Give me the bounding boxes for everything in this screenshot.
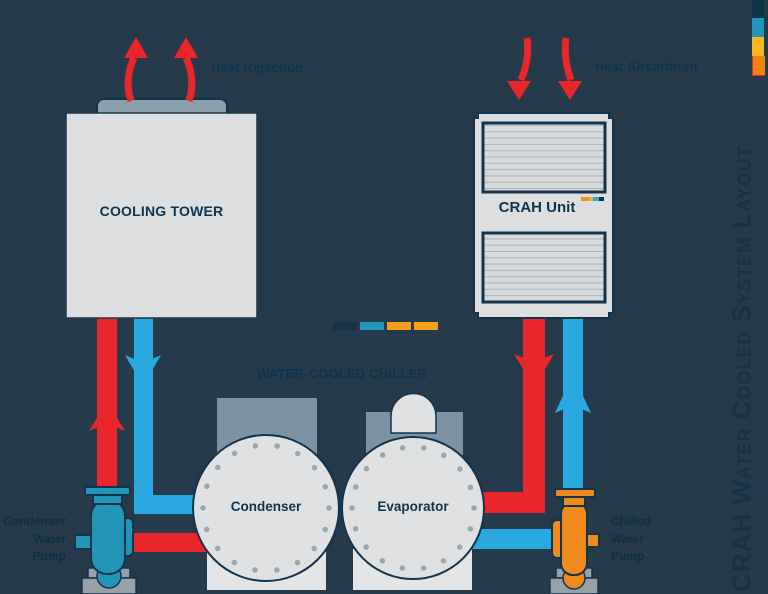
heat-rejection-label: Heat Rejection <box>211 61 304 75</box>
evaporator-dome <box>390 392 437 434</box>
hot-pipe-condenser-inlet <box>120 533 212 552</box>
condenser-bolt-ring-icon <box>200 442 332 574</box>
divider-bar-icon <box>333 322 438 330</box>
cooling-tower-body <box>65 112 258 319</box>
condenser-pump-label: Condenser Water Pump <box>3 514 66 563</box>
crah-brand-strip-icon <box>581 197 604 201</box>
crah-vent-bottom <box>481 231 607 304</box>
flow-arrow-down-blue-icon <box>125 355 161 386</box>
pump-flange <box>554 488 596 498</box>
evaporator-label: Evaporator <box>377 499 449 514</box>
evaporator-vessel <box>341 436 485 580</box>
crah-unit-label: CRAH Unit <box>498 199 576 216</box>
flow-arrow-up-blue-icon <box>555 374 591 413</box>
hot-pipe-evaporator-inlet <box>468 492 545 513</box>
chilled-water-pump <box>549 488 600 594</box>
pump-body <box>90 499 126 575</box>
cooling-tower-cap <box>96 98 228 115</box>
heat-absorption-arrows-icon <box>507 37 582 100</box>
cooling-tower <box>65 98 258 319</box>
condenser-water-pump <box>74 486 137 594</box>
chilled-water-loop <box>468 318 591 549</box>
cold-pipe-evaporator-outlet <box>468 529 560 549</box>
pump-body <box>560 501 588 576</box>
chiller-label: WATER-COOLED CHILLER <box>257 366 427 381</box>
cooling-tower-label: COOLING TOWER <box>99 203 224 219</box>
flow-arrow-up-red-icon <box>89 401 125 431</box>
chilled-pump-label: Chilled Water Pump <box>611 514 652 563</box>
crah-vent-top <box>481 121 607 194</box>
water-cooled-chiller <box>192 392 485 590</box>
evaporator-bolt-ring-icon <box>349 444 477 572</box>
cold-pipe-condenser-feed <box>134 495 206 514</box>
condenser-water-loop <box>89 318 212 552</box>
hot-pipe-crah-return <box>523 318 545 513</box>
flow-arrow-down-red-icon <box>514 354 554 387</box>
condenser-vessel <box>192 434 340 582</box>
condenser-label: Condenser <box>230 499 302 514</box>
brand-color-bar-icon <box>752 0 765 76</box>
crah-unit <box>473 112 614 319</box>
heat-absorption-label: Heat Absorbtion <box>595 60 698 74</box>
heat-rejection-arrows-icon <box>124 37 198 103</box>
cold-pipe-tower-downcomer <box>134 318 153 514</box>
pump-flange <box>84 486 131 496</box>
page-title: CRAH Water Cooled System Layout <box>726 145 757 592</box>
